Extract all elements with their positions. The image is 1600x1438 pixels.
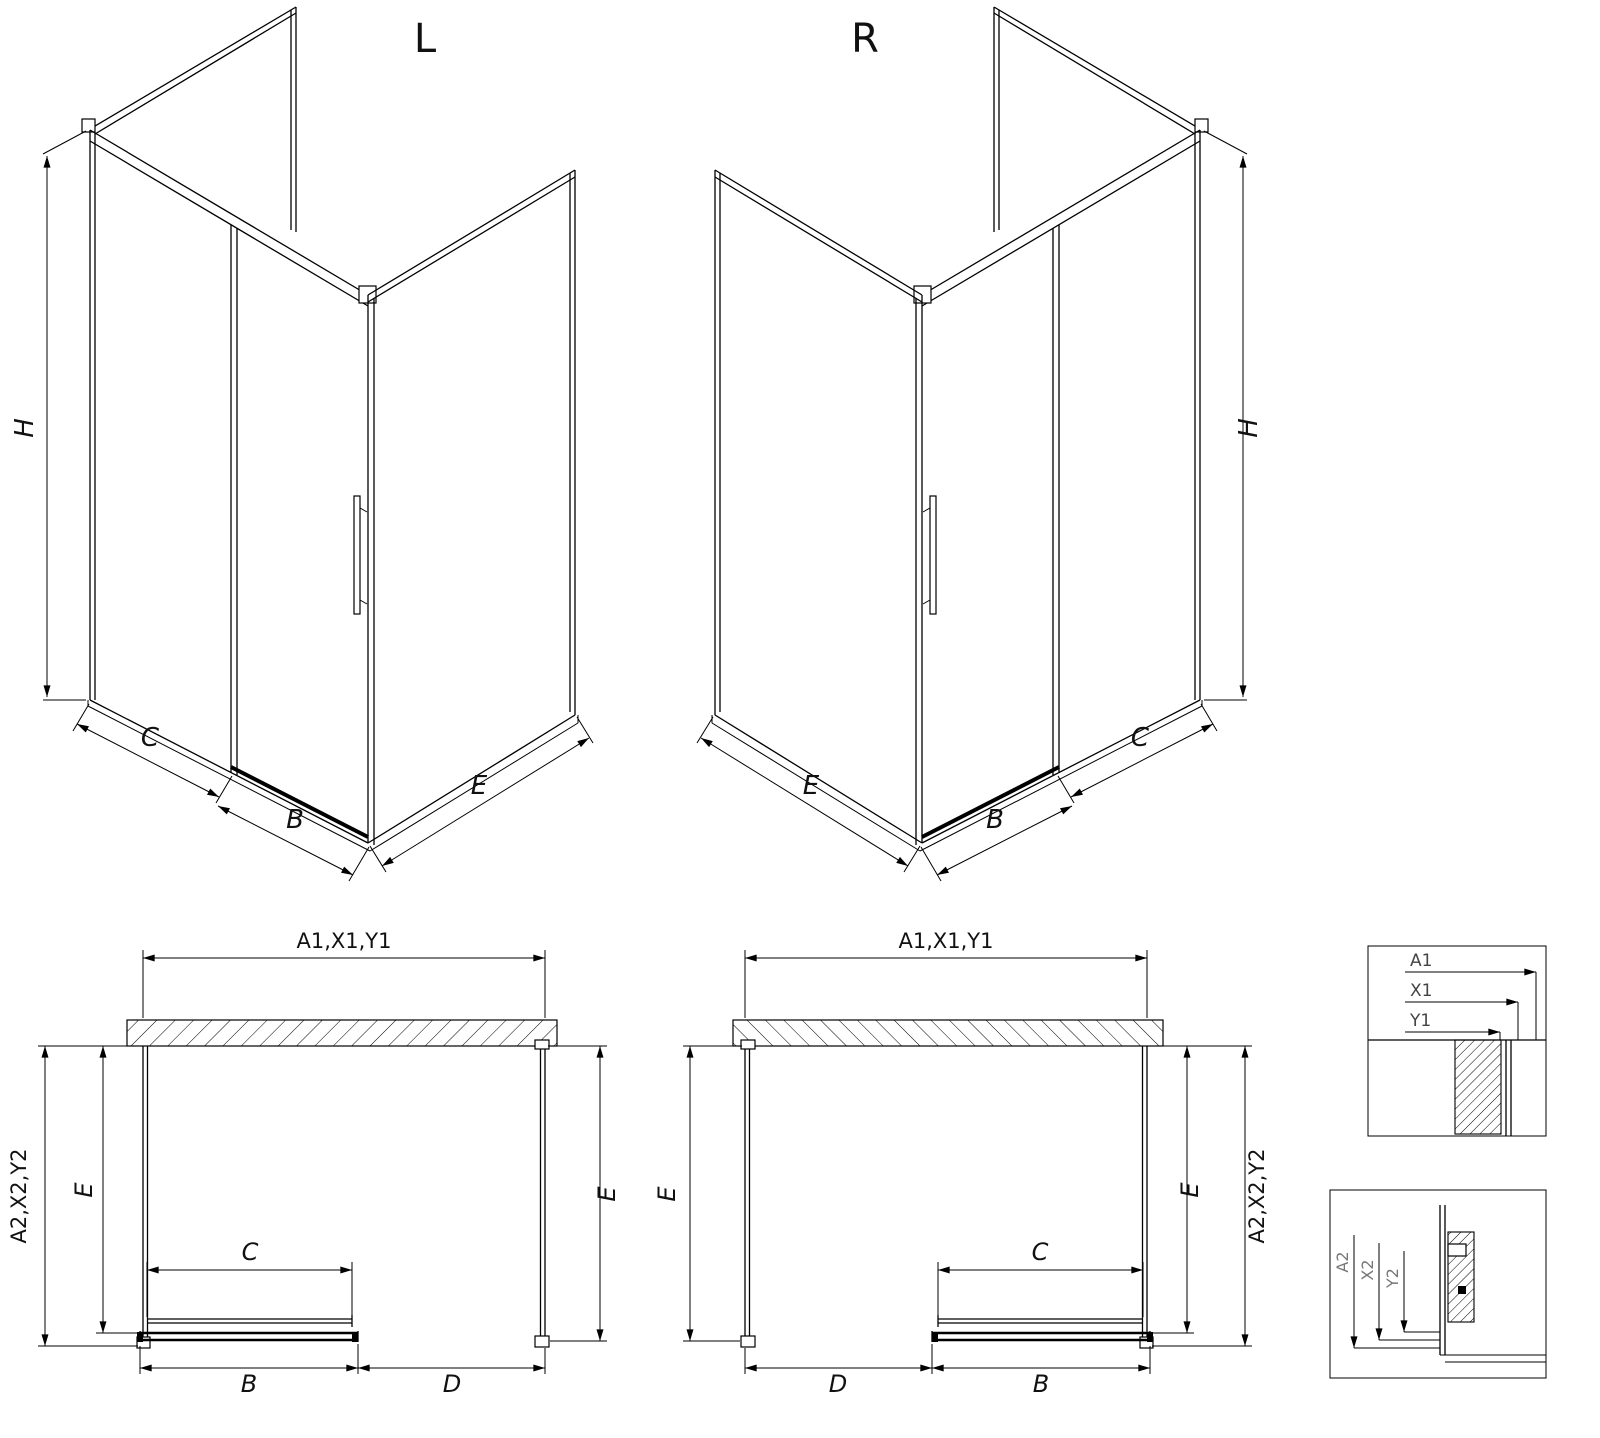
plan-dim-depthside-right: A2,X2,Y2 — [1245, 1148, 1269, 1243]
detail-label-x2: X2 — [1358, 1259, 1377, 1280]
plan-dim-width-right: A1,X1,Y1 — [898, 929, 993, 953]
iso-geometry-right — [697, 7, 1247, 881]
plan-dim-width-left: A1,X1,Y1 — [296, 929, 391, 953]
plan-dim-depthside-left: A2,X2,Y2 — [7, 1148, 31, 1243]
plan-dim-b-left: B — [241, 1370, 257, 1398]
plan-dim-d-right: D — [829, 1370, 847, 1398]
detail-top-border — [1367, 945, 1547, 1137]
plan-view-left: A1,X1,Y1 A2,X2,Y2 E E C B D — [7, 929, 621, 1398]
detail-label-y2: Y2 — [1383, 1268, 1402, 1289]
plan-view-right: A1,X1,Y1 A2,X2,Y2 E E C B D — [653, 929, 1269, 1398]
dim-label-height-right: H — [1234, 418, 1264, 438]
detail-label-x1: X1 — [1410, 981, 1432, 1001]
plan-geometry-left — [38, 950, 607, 1374]
dim-label-b-left: B — [286, 805, 304, 835]
plan-dim-e2-right: E — [1176, 1182, 1204, 1198]
plan-dim-e2-left: E — [593, 1186, 621, 1202]
detail-wall-hatch — [1454, 1039, 1502, 1135]
detail-label-a1: A1 — [1410, 951, 1432, 971]
dim-label-e-left: E — [471, 771, 488, 801]
variant-label-left: L — [414, 16, 437, 62]
plan-dim-c-right: C — [1032, 1238, 1049, 1266]
plan-dim-b-right: B — [1033, 1370, 1049, 1398]
dim-label-b-right: B — [986, 805, 1004, 835]
detail-bottom-border — [1329, 1189, 1547, 1379]
detail-label-y1: Y1 — [1409, 1011, 1431, 1031]
plan-dim-e1-right: E — [653, 1186, 681, 1202]
detail-label-a2: A2 — [1333, 1251, 1352, 1272]
dim-label-c-right: C — [1131, 723, 1150, 753]
variant-label-right: R — [851, 16, 879, 62]
iso-view-right: R H C B E — [697, 7, 1264, 881]
dim-label-height-left: H — [10, 418, 40, 438]
dim-label-e-right: E — [803, 771, 820, 801]
detail-view-bottom: A2 X2 Y2 — [1329, 1189, 1547, 1379]
plan-dim-d-left: D — [443, 1370, 461, 1398]
detail-view-top: A1 X1 Y1 — [1367, 945, 1547, 1137]
plan-dim-e1-left: E — [70, 1182, 98, 1198]
iso-view-left: L H C B E — [10, 7, 593, 881]
plan-geometry-right — [683, 950, 1252, 1374]
dim-label-c-left: C — [141, 723, 160, 753]
detail-glass-profile — [1439, 1205, 1546, 1363]
plan-dim-c-left: C — [242, 1238, 259, 1266]
iso-geometry-left — [43, 7, 593, 881]
